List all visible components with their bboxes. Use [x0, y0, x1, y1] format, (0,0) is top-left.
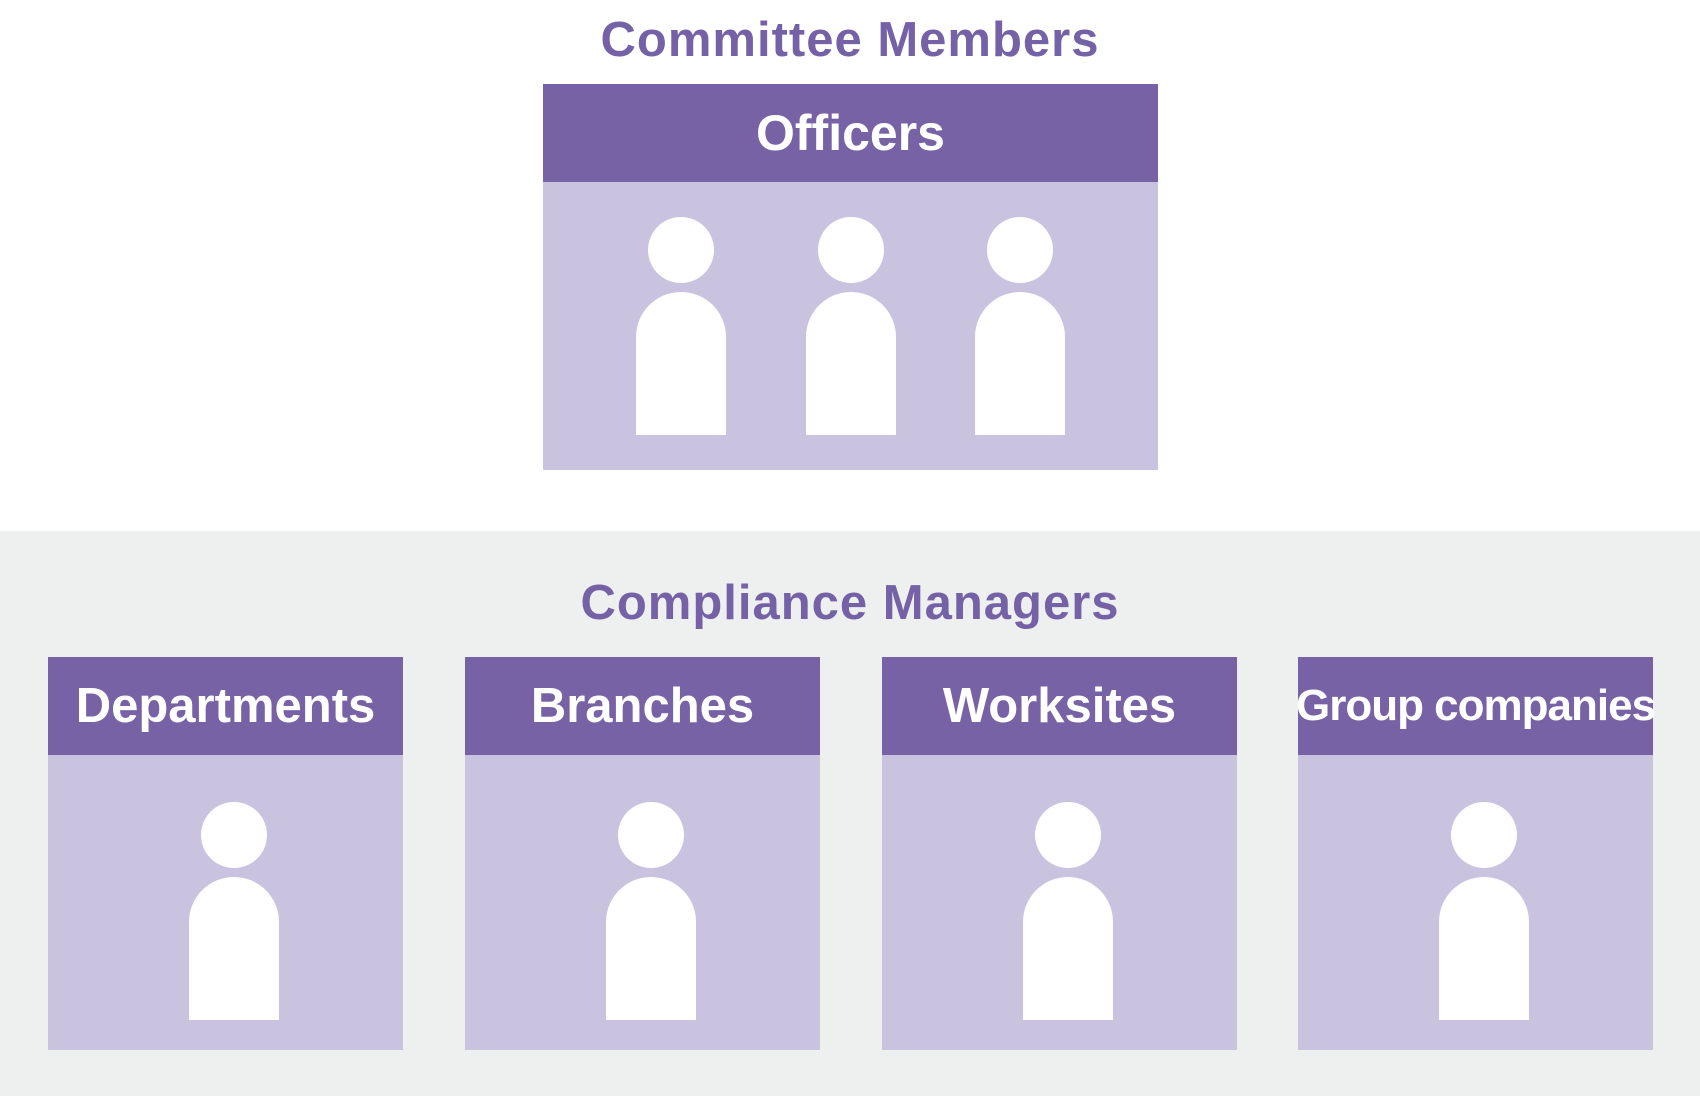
- person-icon-body: [975, 292, 1065, 435]
- committee-members-heading: Committee Members: [600, 13, 1100, 67]
- person-icon-head: [818, 217, 884, 283]
- person-icon-body: [1439, 877, 1529, 1020]
- person-icon-head: [648, 217, 714, 283]
- person-icon: [806, 217, 896, 435]
- officers-card: Officers: [543, 84, 1158, 470]
- unit-card-worksites: Worksites: [882, 657, 1237, 1050]
- person-icon: [606, 802, 696, 1020]
- person-icon-body: [636, 292, 726, 435]
- person-icon-body: [806, 292, 896, 435]
- person-icon: [975, 217, 1065, 435]
- person-icon-body: [606, 877, 696, 1020]
- person-icon-head: [201, 802, 267, 868]
- unit-card-departments: Departments: [48, 657, 403, 1050]
- person-icon-body: [1023, 877, 1113, 1020]
- person-icon-head: [618, 802, 684, 868]
- person-icon: [636, 217, 726, 435]
- person-icon-head: [1451, 802, 1517, 868]
- unit-label-departments: Departments: [48, 657, 403, 755]
- unit-card-branches: Branches: [465, 657, 820, 1050]
- officers-label: Officers: [543, 84, 1158, 182]
- compliance-managers-heading: Compliance Managers: [580, 576, 1120, 630]
- unit-label-branches: Branches: [465, 657, 820, 755]
- unit-label-group-companies: Group companies: [1296, 657, 1656, 755]
- unit-card-group-companies: Group companies: [1296, 657, 1656, 1050]
- person-icon: [189, 802, 279, 1020]
- person-icon: [1439, 802, 1529, 1020]
- unit-label-worksites: Worksites: [882, 657, 1237, 755]
- person-icon-head: [987, 217, 1053, 283]
- person-icon-body: [189, 877, 279, 1020]
- person-icon: [1023, 802, 1113, 1020]
- person-icon-head: [1035, 802, 1101, 868]
